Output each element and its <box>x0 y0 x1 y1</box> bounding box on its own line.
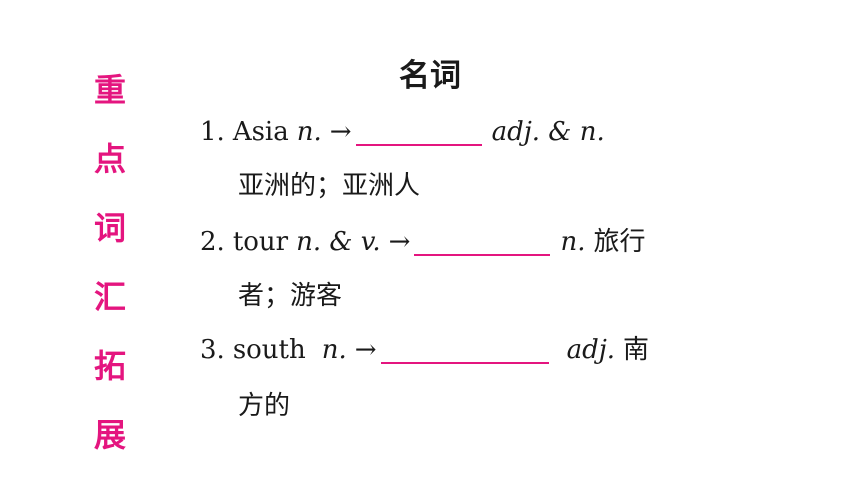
sidebar-title-char: 展 <box>93 416 126 454</box>
entry-1-line: 1. Asia n. → adj. & n. <box>200 112 605 152</box>
entry-3-meaning-line: 方的 <box>238 386 290 426</box>
entry-number: 3. <box>200 335 225 365</box>
entry-word: Asia <box>232 117 289 147</box>
entry-meaning: 者；游客 <box>238 281 343 311</box>
entry-meaning: 方的 <box>238 391 291 421</box>
entry-word: south <box>232 335 306 365</box>
entry-meaning: 亚洲的；亚洲人 <box>238 171 421 201</box>
arrow-icon: → <box>329 117 352 147</box>
entry-2-line: 2. tour n. & v. → n. 旅行 <box>200 222 645 262</box>
entry-number: 2. <box>200 227 225 257</box>
sidebar-title-char: 汇 <box>93 278 126 316</box>
section-heading: 名词 <box>399 58 461 94</box>
sidebar-title-char: 重 <box>93 71 126 109</box>
entry-target-pos: adj. <box>566 335 616 365</box>
entry-target-pos: n. <box>560 227 586 257</box>
entry-pos: n. <box>296 117 322 147</box>
entry-word: tour <box>232 227 289 257</box>
answer-blank[interactable] <box>380 336 549 364</box>
entry-1-meaning-line: 亚洲的；亚洲人 <box>238 166 420 206</box>
entry-meaning: 南 <box>623 335 650 365</box>
entry-meaning: 旅行 <box>593 227 646 257</box>
entry-pos: n. <box>321 335 347 365</box>
entry-number: 1. <box>200 117 225 147</box>
answer-blank[interactable] <box>414 228 551 256</box>
arrow-icon: → <box>388 227 411 257</box>
sidebar-title-char: 拓 <box>93 347 126 385</box>
arrow-icon: → <box>354 335 377 365</box>
entry-target-pos: adj. & n. <box>491 117 605 147</box>
entry-pos: n. & v. <box>296 227 381 257</box>
answer-blank[interactable] <box>355 118 482 146</box>
sidebar-title-char: 点 <box>93 140 126 178</box>
entry-2-meaning-line: 者；游客 <box>238 276 342 316</box>
sidebar-title: 重 点 词 汇 拓 展 <box>88 56 132 470</box>
entry-3-line: 3. south n. → adj. 南 <box>200 330 649 370</box>
sidebar-title-char: 词 <box>93 209 126 247</box>
